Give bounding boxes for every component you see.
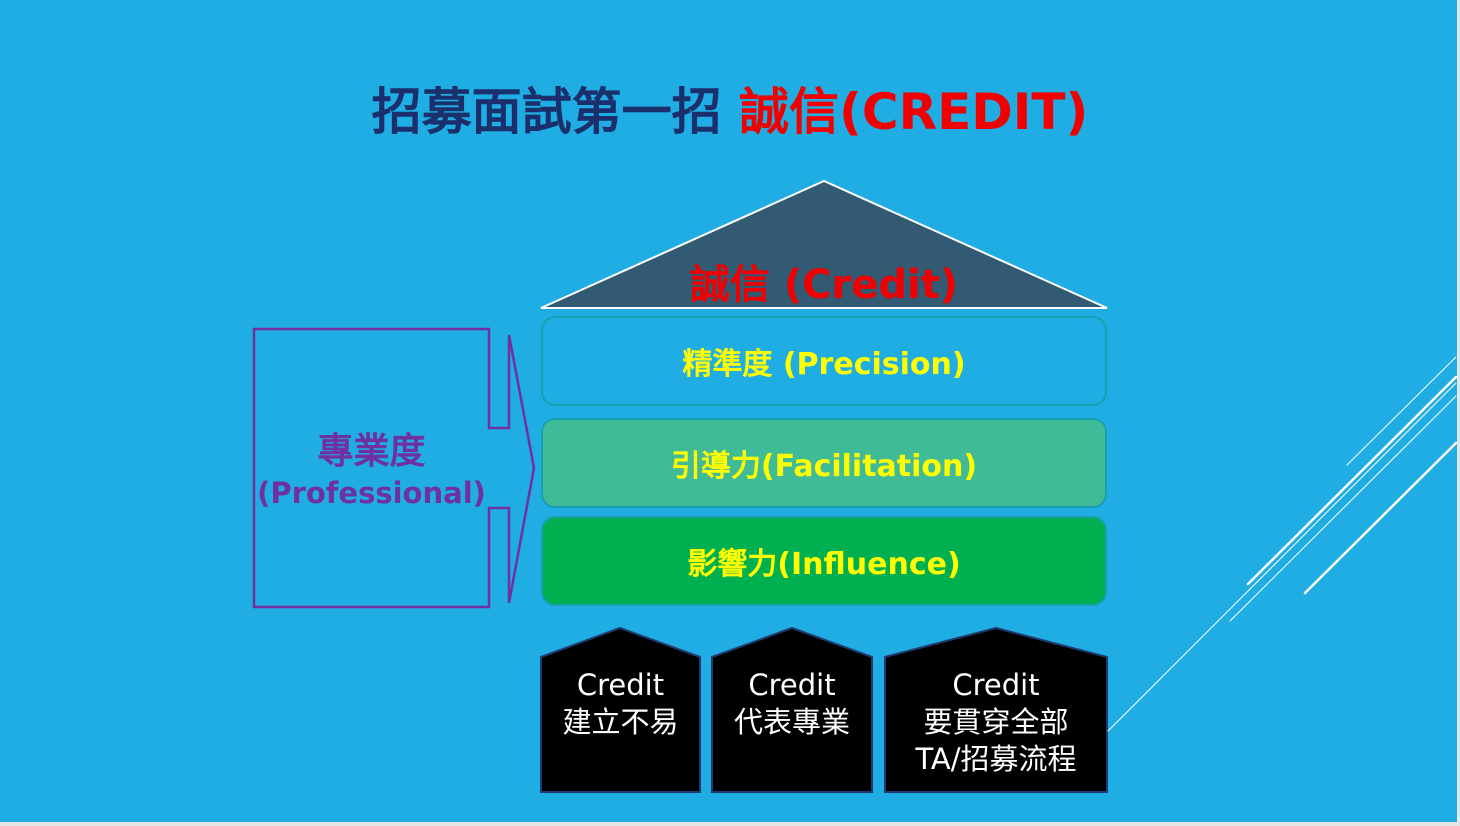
side-label-en: (Professional) — [257, 476, 486, 510]
slide-title: 招募面試第一招 誠信(CREDIT) — [0, 72, 1460, 144]
layer-label: 影響力(Influence) — [687, 547, 961, 582]
pillar-shape — [540, 626, 701, 793]
pillar-shape — [884, 626, 1108, 793]
layer-label: 引導力(Facilitation) — [670, 449, 978, 484]
side-label-zh: 專業度 — [317, 431, 426, 472]
title-accent: 誠信(CREDIT) — [739, 83, 1089, 141]
layer-precision: 精準度 (Precision) — [541, 316, 1107, 406]
pillar-1: Credit 建立不易 — [541, 667, 700, 741]
roof-label: 誠信 (Credit) — [689, 262, 959, 308]
pillar-shape — [711, 626, 873, 793]
title-main: 招募面試第一招 — [371, 83, 722, 141]
pillar-line: TA/招募流程 — [915, 742, 1077, 776]
pillar-line: 代表專業 — [733, 705, 850, 739]
professional-callout — [252, 327, 536, 609]
pillar-line: 建立不易 — [562, 705, 679, 739]
layer-influence: 影響力(Influence) — [541, 516, 1107, 606]
pillar-2: Credit 代表專業 — [712, 667, 872, 741]
roof-triangle — [540, 179, 1108, 309]
decorative-lines — [1107, 356, 1458, 732]
pillar-line: Credit — [952, 668, 1040, 702]
pillar-line: 要貫穿全部 — [923, 705, 1069, 739]
layer-facilitation: 引導力(Facilitation) — [541, 418, 1107, 508]
layer-label: 精準度 (Precision) — [682, 347, 966, 382]
pillar-line: Credit — [748, 668, 836, 702]
pillar-line: Credit — [576, 668, 665, 702]
pillar-3: Credit 要貫穿全部 TA/招募流程 — [885, 667, 1107, 778]
